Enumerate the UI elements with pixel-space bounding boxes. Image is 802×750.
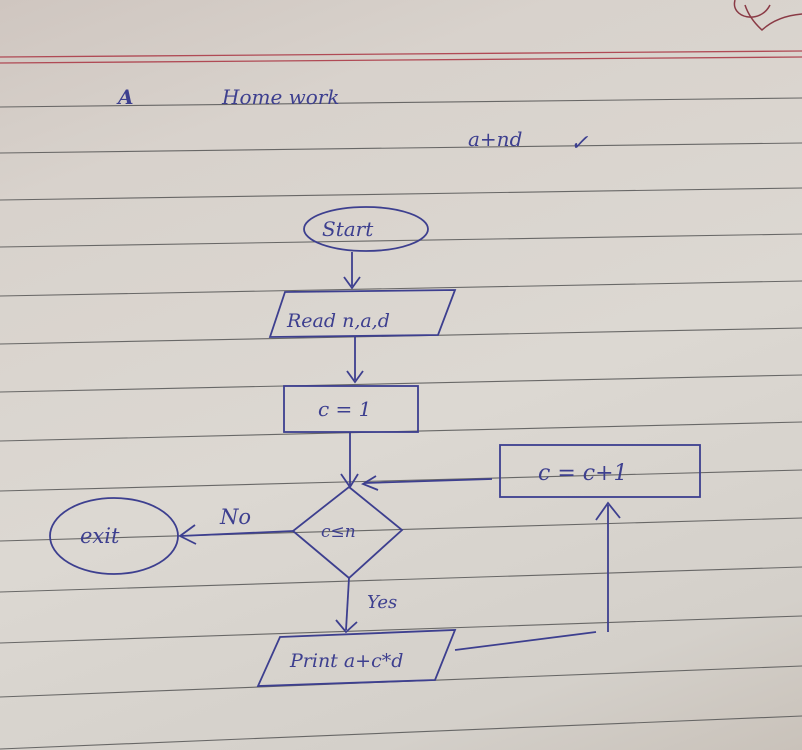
margin-lines xyxy=(0,50,802,64)
check-mark: ✓ xyxy=(570,131,589,156)
exit-label: exit xyxy=(80,524,120,548)
condition-label: c≤n xyxy=(321,522,356,542)
init-process-box xyxy=(283,385,419,433)
flowchart xyxy=(49,206,701,687)
corner-doodle xyxy=(733,0,802,32)
start-label: Start xyxy=(322,217,374,241)
no-label: No xyxy=(219,505,251,529)
print-label: Print a+c*d xyxy=(289,650,403,672)
read-label: Read n,a,d xyxy=(286,310,390,332)
init-label: c = 1 xyxy=(318,397,371,421)
margin-mark: A xyxy=(116,85,134,109)
formula-text: a+nd xyxy=(468,127,522,151)
increment-label: c = c+1 xyxy=(538,461,628,486)
yes-label: Yes xyxy=(367,592,397,613)
page-heading: Home work xyxy=(221,85,339,109)
start-terminal xyxy=(303,206,429,252)
exit-terminal xyxy=(49,497,179,575)
increment-process-box xyxy=(499,444,701,498)
print-output-box xyxy=(256,629,457,687)
read-input-box xyxy=(268,289,457,338)
